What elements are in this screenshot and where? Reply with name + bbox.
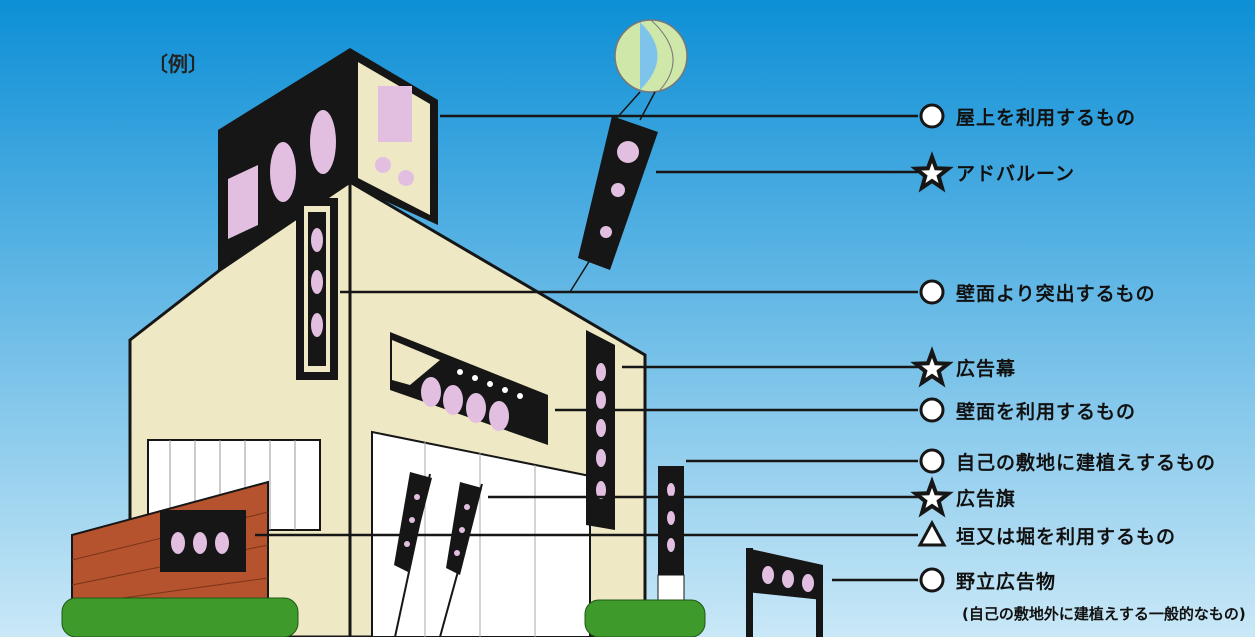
rooftop-sign-structure bbox=[218, 48, 438, 270]
label-adballoon: アドバルーン bbox=[956, 163, 1076, 185]
ad-flags bbox=[394, 472, 483, 637]
wall-sign bbox=[390, 332, 548, 445]
brick-fence bbox=[71, 480, 269, 621]
self-site-pole-sign bbox=[657, 466, 685, 601]
circle-marker-icon bbox=[919, 397, 945, 423]
circle-marker-icon bbox=[919, 279, 945, 305]
star-marker-icon bbox=[910, 151, 954, 193]
example-tag: 〔例〕 bbox=[148, 52, 208, 76]
circle-marker-icon bbox=[919, 448, 945, 474]
label-own-site: 自己の敷地に建植えするもの bbox=[956, 452, 1217, 474]
circle-marker-icon bbox=[919, 567, 945, 593]
star-marker-icon bbox=[910, 476, 954, 518]
star-marker-icon bbox=[910, 346, 954, 388]
circle-marker-icon bbox=[919, 103, 945, 129]
label-banner-curtain: 広告幕 bbox=[956, 358, 1017, 380]
label-rooftop: 屋上を利用するもの bbox=[956, 107, 1137, 129]
label-projecting: 壁面より突出するもの bbox=[956, 283, 1156, 305]
ad-balloon bbox=[569, 19, 688, 293]
field-note: (自己の敷地外に建植えする一般的なもの) bbox=[962, 605, 1246, 623]
label-fence: 垣又は堀を利用するもの bbox=[956, 526, 1177, 548]
banner-curtain bbox=[586, 330, 615, 530]
projecting-sign bbox=[296, 198, 338, 380]
label-wall: 壁面を利用するもの bbox=[956, 401, 1137, 423]
triangle-marker-icon bbox=[917, 519, 947, 547]
label-flag: 広告旗 bbox=[956, 488, 1017, 510]
field-billboard bbox=[746, 548, 823, 637]
hedges bbox=[61, 597, 706, 637]
markers bbox=[910, 103, 954, 593]
label-field: 野立広告物 bbox=[956, 571, 1057, 593]
leader-lines bbox=[255, 114, 918, 582]
